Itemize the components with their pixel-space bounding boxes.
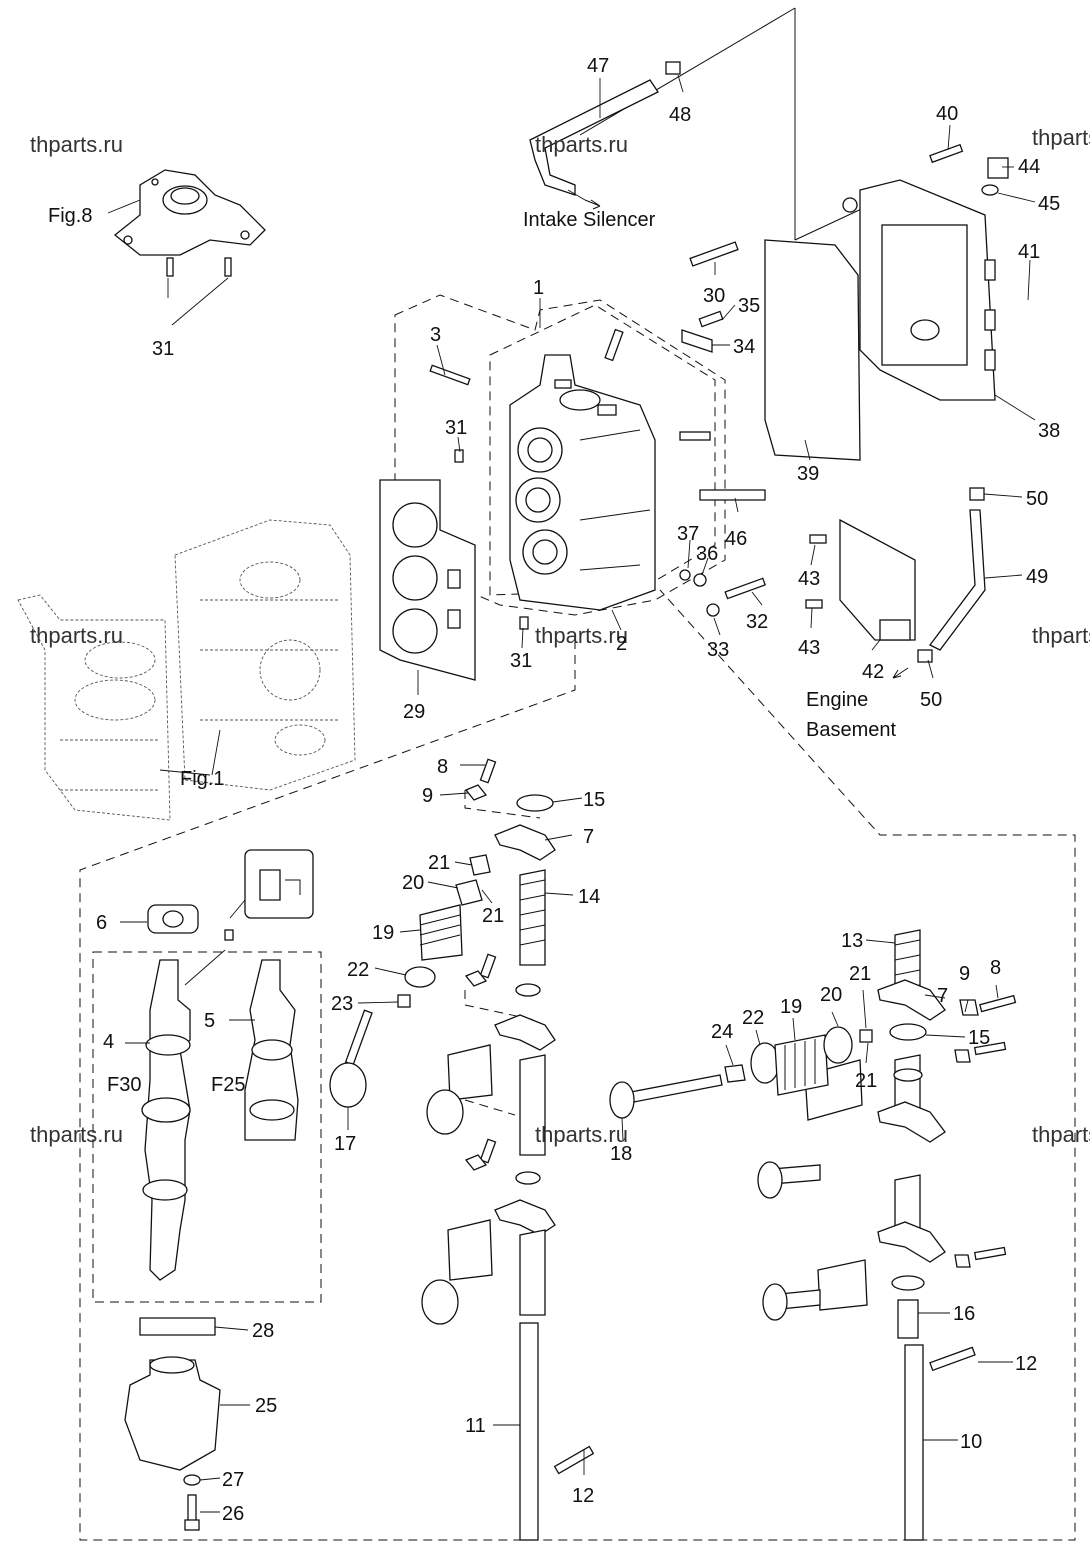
callout-17: 17 <box>334 1133 356 1155</box>
callout-5: 5 <box>204 1010 215 1032</box>
fig8-bracket <box>113 169 266 277</box>
callout-21: 21 <box>482 905 504 927</box>
callout-40: 40 <box>936 103 958 125</box>
watermark-text: thparts.ru <box>30 132 123 157</box>
callout-31: 31 <box>152 338 174 360</box>
oil-pump <box>124 1317 221 1531</box>
callout-19: 19 <box>372 922 394 944</box>
callout-7: 7 <box>583 826 594 848</box>
callout-22: 22 <box>347 959 369 981</box>
watermark-text: thparts.ru <box>1032 623 1090 648</box>
callout-12: 12 <box>1015 1353 1037 1375</box>
callout-19: 19 <box>780 996 802 1018</box>
callout-37: 37 <box>677 523 699 545</box>
callout-11: 11 <box>465 1415 486 1437</box>
callout-31: 31 <box>510 650 532 672</box>
fig1-label: Fig.1 <box>180 768 224 790</box>
callouts: 1 2 3 4 5 6 7 7 8 8 9 9 10 11 12 12 13 1… <box>96 55 1060 1525</box>
callout-32: 32 <box>746 611 768 633</box>
callout-24: 24 <box>711 1021 733 1043</box>
callout-6: 6 <box>96 912 107 934</box>
callout-44: 44 <box>1018 156 1040 178</box>
cylinder-head <box>509 328 711 611</box>
f30-variant-label: F30 <box>107 1074 141 1096</box>
callout-30: 30 <box>703 285 725 307</box>
engine-basement-label: Engine <box>806 689 868 711</box>
callout-20: 20 <box>820 984 842 1006</box>
watermark-text: thparts.ru <box>30 1122 123 1147</box>
callout-43: 43 <box>798 568 820 590</box>
callout-38: 38 <box>1038 420 1060 442</box>
callout-43: 43 <box>798 637 820 659</box>
watermark-text: thparts.ru <box>535 132 628 157</box>
callout-8: 8 <box>437 756 448 778</box>
callout-15: 15 <box>583 789 605 811</box>
crankcase-reference <box>17 519 356 821</box>
watermarks: thparts.ru thparts.ru thparts.ru thparts… <box>30 125 1090 1147</box>
callout-36: 36 <box>696 543 718 565</box>
callout-8: 8 <box>990 957 1001 979</box>
engine-basement-label: Basement <box>806 719 896 741</box>
callout-4: 4 <box>103 1031 114 1053</box>
watermark-text: thparts.ru <box>535 623 628 648</box>
callout-20: 20 <box>402 872 424 894</box>
callout-2: 2 <box>616 633 627 655</box>
callout-42: 42 <box>862 661 884 683</box>
callout-16: 16 <box>953 1303 975 1325</box>
head-gasket <box>379 479 476 681</box>
annotations: Fig.8 Fig.1 Intake Silencer Engine Basem… <box>48 199 909 1096</box>
callout-39: 39 <box>797 463 819 485</box>
callout-28: 28 <box>252 1320 274 1342</box>
callout-21: 21 <box>849 963 871 985</box>
watermark-text: thparts.ru <box>30 623 123 648</box>
callout-33: 33 <box>707 639 729 661</box>
callout-34: 34 <box>733 336 755 358</box>
callout-1: 1 <box>533 277 544 299</box>
callout-9: 9 <box>959 963 970 985</box>
callout-7: 7 <box>937 985 948 1007</box>
callout-50: 50 <box>1026 488 1048 510</box>
watermark-text: thparts.ru <box>535 1122 628 1147</box>
callout-27: 27 <box>222 1469 244 1491</box>
callout-35: 35 <box>738 295 760 317</box>
callout-22: 22 <box>742 1007 764 1029</box>
callout-26: 26 <box>222 1503 244 1525</box>
callout-46: 46 <box>725 528 747 550</box>
callout-47: 47 <box>587 55 609 77</box>
callout-50: 50 <box>920 689 942 711</box>
callout-12: 12 <box>572 1485 594 1507</box>
callout-9: 9 <box>422 785 433 807</box>
callout-23: 23 <box>331 993 353 1015</box>
intake-silencer-label: Intake Silencer <box>523 209 656 231</box>
callout-15: 15 <box>968 1027 990 1049</box>
cover-plate <box>839 518 916 641</box>
watermark-text: thparts.ru <box>1032 1122 1090 1147</box>
valve-train-left <box>329 758 595 1541</box>
group-outlines <box>79 7 1076 1541</box>
callout-25: 25 <box>255 1395 277 1417</box>
callout-13: 13 <box>841 930 863 952</box>
fasteners-top <box>429 143 1009 630</box>
callout-49: 49 <box>1026 566 1048 588</box>
valve-train-right <box>609 929 1017 1541</box>
callout-21: 21 <box>855 1070 877 1092</box>
callout-10: 10 <box>960 1431 982 1453</box>
leader-lines <box>107 74 1036 1513</box>
callout-48: 48 <box>669 104 691 126</box>
f25-variant-label: F25 <box>211 1074 245 1096</box>
camshafts <box>141 849 314 1281</box>
callout-21: 21 <box>428 852 450 874</box>
callout-41: 41 <box>1018 241 1040 263</box>
callout-45: 45 <box>1038 193 1060 215</box>
callout-3: 3 <box>430 324 441 346</box>
watermark-text: thparts.ru <box>1032 125 1090 150</box>
callout-31: 31 <box>445 417 467 439</box>
callout-14: 14 <box>578 886 600 908</box>
callout-29: 29 <box>403 701 425 723</box>
callout-18: 18 <box>610 1143 632 1165</box>
fig8-label: Fig.8 <box>48 205 92 227</box>
head-cover <box>764 179 996 461</box>
